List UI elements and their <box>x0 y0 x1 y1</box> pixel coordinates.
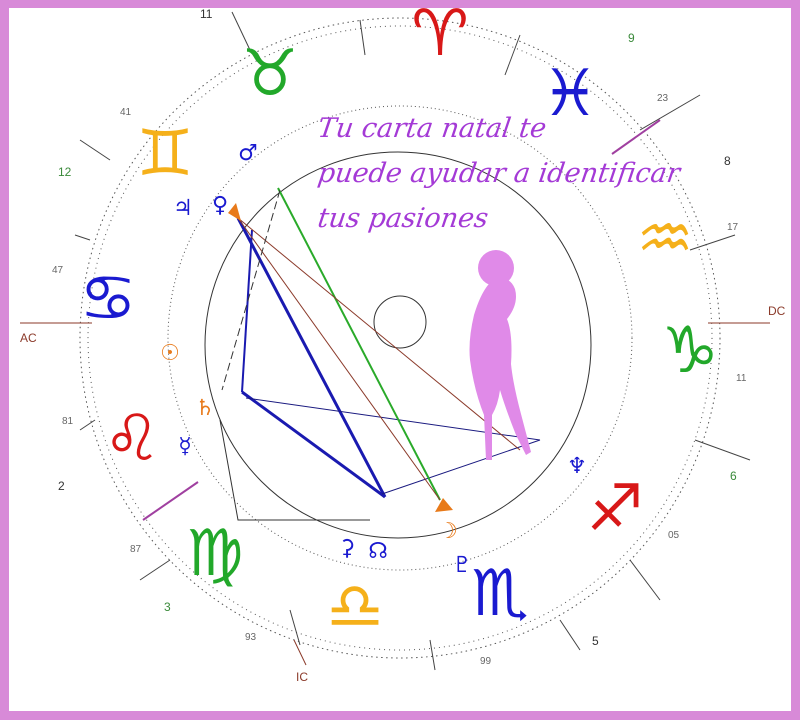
degree-label: 81 <box>62 416 74 427</box>
dc-label: DC <box>768 304 786 318</box>
degree-label: 99 <box>480 656 492 667</box>
aspect-line <box>381 439 541 495</box>
zodiac-sign-icon: ♒ <box>636 202 693 276</box>
mercury-icon: ☿ <box>178 434 192 459</box>
house-number: 3 <box>164 600 171 614</box>
house-number: 6 <box>730 469 737 483</box>
mars-icon: ♂ <box>238 141 258 166</box>
zodiac-sign-icon: ♎ <box>326 570 383 644</box>
caption-line: Tu carta natal te <box>315 113 549 144</box>
house-cusp <box>639 94 701 131</box>
aspect-lines <box>219 187 541 521</box>
house-cusp <box>559 619 581 651</box>
house-cusp <box>289 609 301 646</box>
zodiac-sign-icon: ♊ <box>136 117 193 191</box>
aspect-line <box>241 390 386 499</box>
zodiac-sign-icon: ♋ <box>79 262 136 336</box>
ic-label: IC <box>296 670 308 684</box>
degree-label: 17 <box>727 222 739 233</box>
degree-label: 41 <box>120 107 132 118</box>
aspect-line <box>241 229 253 393</box>
house-cusp <box>359 19 366 56</box>
zodiac-sign-icon: ♓ <box>541 57 598 131</box>
caption-line: puede ayudar a identificar <box>315 158 682 189</box>
house-number: 2 <box>58 479 65 493</box>
chart-wheel <box>20 11 770 671</box>
house-cusp <box>79 419 96 431</box>
aspect-line <box>221 189 281 391</box>
degree-label: 05 <box>668 530 680 541</box>
node-icon: ☊ <box>368 539 388 564</box>
venus-icon: ♀ <box>212 193 228 218</box>
house-cusp <box>694 439 751 461</box>
zodiac-sign-icon: ♉ <box>241 37 298 111</box>
degree-label: 47 <box>52 265 64 276</box>
neptune-icon: ♆ <box>567 454 587 479</box>
purple-cusp <box>142 481 199 521</box>
house-cusp <box>74 234 91 241</box>
house-number: 5 <box>592 634 599 648</box>
house-number: 11 <box>200 7 213 21</box>
house-number: 8 <box>724 154 731 168</box>
house-cusp <box>79 139 111 161</box>
degree-label: 93 <box>245 632 257 643</box>
house-cusp <box>139 559 171 581</box>
sun-icon: ☉ <box>160 341 180 366</box>
aspect-line <box>237 217 441 501</box>
house-cusp <box>504 34 521 76</box>
house-cusp <box>689 234 736 251</box>
inner-circle <box>204 151 592 539</box>
zodiac-sign-icon: ♏ <box>471 557 528 631</box>
degree-label: 11 <box>736 373 747 384</box>
degree-ticks-ring <box>87 25 713 651</box>
zodiac-sign-icon: ♌ <box>103 402 160 476</box>
zodiac-sign-icon: ♈ <box>411 0 468 71</box>
inner-zodiac-ring <box>167 105 633 571</box>
ic-line <box>293 639 307 666</box>
moon-icon: ☽ <box>438 519 458 544</box>
house-cusp <box>429 639 436 671</box>
zodiac-signs: ♉ ♈ ♓ ♒ ♑ ♐ ♏ ♎ ♍ ♌ ♋♊ <box>79 0 718 644</box>
aspect-line <box>277 187 441 501</box>
aspect-line <box>219 419 370 521</box>
house-number: 12 <box>58 165 72 179</box>
aspect-marker <box>228 203 241 221</box>
outer-degree-ring <box>79 17 721 659</box>
aspect-line <box>236 217 387 498</box>
woman-silhouette <box>469 250 531 460</box>
center-circle <box>373 295 427 349</box>
house-number: 9 <box>628 31 635 45</box>
planets: ♂ ♃ ♀ ☉ ♄☿ ♆ ☽ ⚳ ☊ ♇ <box>160 141 587 578</box>
caption-line: tus pasiones <box>315 203 491 234</box>
ac-label: AC <box>20 331 37 345</box>
zodiac-sign-icon: ♍ <box>186 517 243 591</box>
zodiac-sign-icon: ♑ <box>661 314 718 388</box>
purple-cusp <box>611 119 661 155</box>
aspect-marker <box>435 498 453 512</box>
degree-label: 23 <box>657 93 669 104</box>
saturn-icon: ♄ <box>195 396 215 421</box>
house-cusp <box>231 11 251 51</box>
zodiac-sign-icon: ♐ <box>586 472 643 546</box>
jupiter-icon: ♃ <box>173 196 193 221</box>
aspect-line <box>237 217 521 451</box>
house-cusp <box>629 559 661 601</box>
pluto-icon: ♇ <box>452 553 472 578</box>
uranus-icon: ⚳ <box>339 536 355 561</box>
degree-label: 87 <box>130 544 142 555</box>
caption: Tu carta natal te puede ayudar a identif… <box>315 106 682 241</box>
